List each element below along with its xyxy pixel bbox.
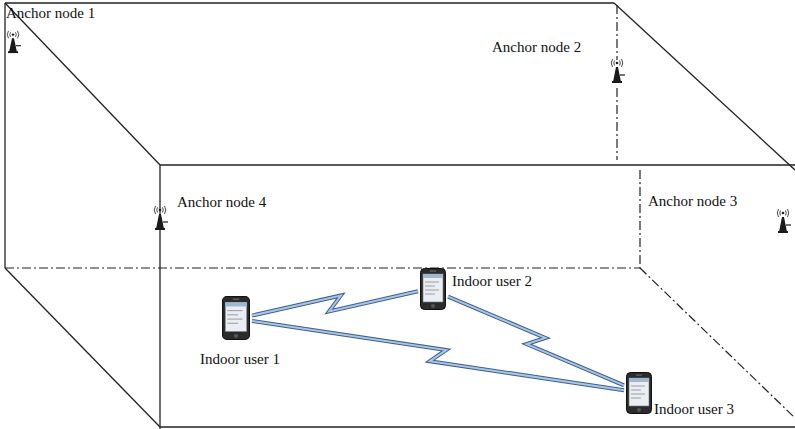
node-label: Indoor user 2	[452, 272, 532, 290]
anchor-icon	[153, 205, 167, 231]
node-label: Anchor node 3	[648, 192, 737, 210]
indoor-user: Indoor user 3	[626, 372, 652, 414]
node-label: Anchor node 1	[6, 4, 95, 22]
wireless-link	[448, 297, 624, 386]
indoor-user: Indoor user 2	[420, 268, 446, 310]
anchor-node: Anchor node 3	[776, 208, 790, 234]
anchor-node: Anchor node 1	[6, 30, 20, 54]
phone-icon	[420, 268, 446, 310]
indoor-user: Indoor user 1	[222, 296, 250, 340]
anchor-node: Anchor node 2	[610, 58, 624, 84]
node-label: Anchor node 4	[177, 193, 266, 211]
anchor-icon	[610, 58, 624, 84]
anchor-node: Anchor node 4	[153, 205, 167, 231]
node-label: Indoor user 3	[654, 400, 734, 418]
wireless-link	[252, 321, 624, 390]
anchor-icon	[776, 208, 790, 234]
phone-icon	[222, 296, 250, 340]
node-label: Anchor node 2	[492, 38, 581, 56]
phone-icon	[626, 372, 652, 414]
wireless-link	[252, 291, 418, 315]
node-label: Indoor user 1	[200, 350, 280, 368]
anchor-icon	[6, 30, 20, 54]
